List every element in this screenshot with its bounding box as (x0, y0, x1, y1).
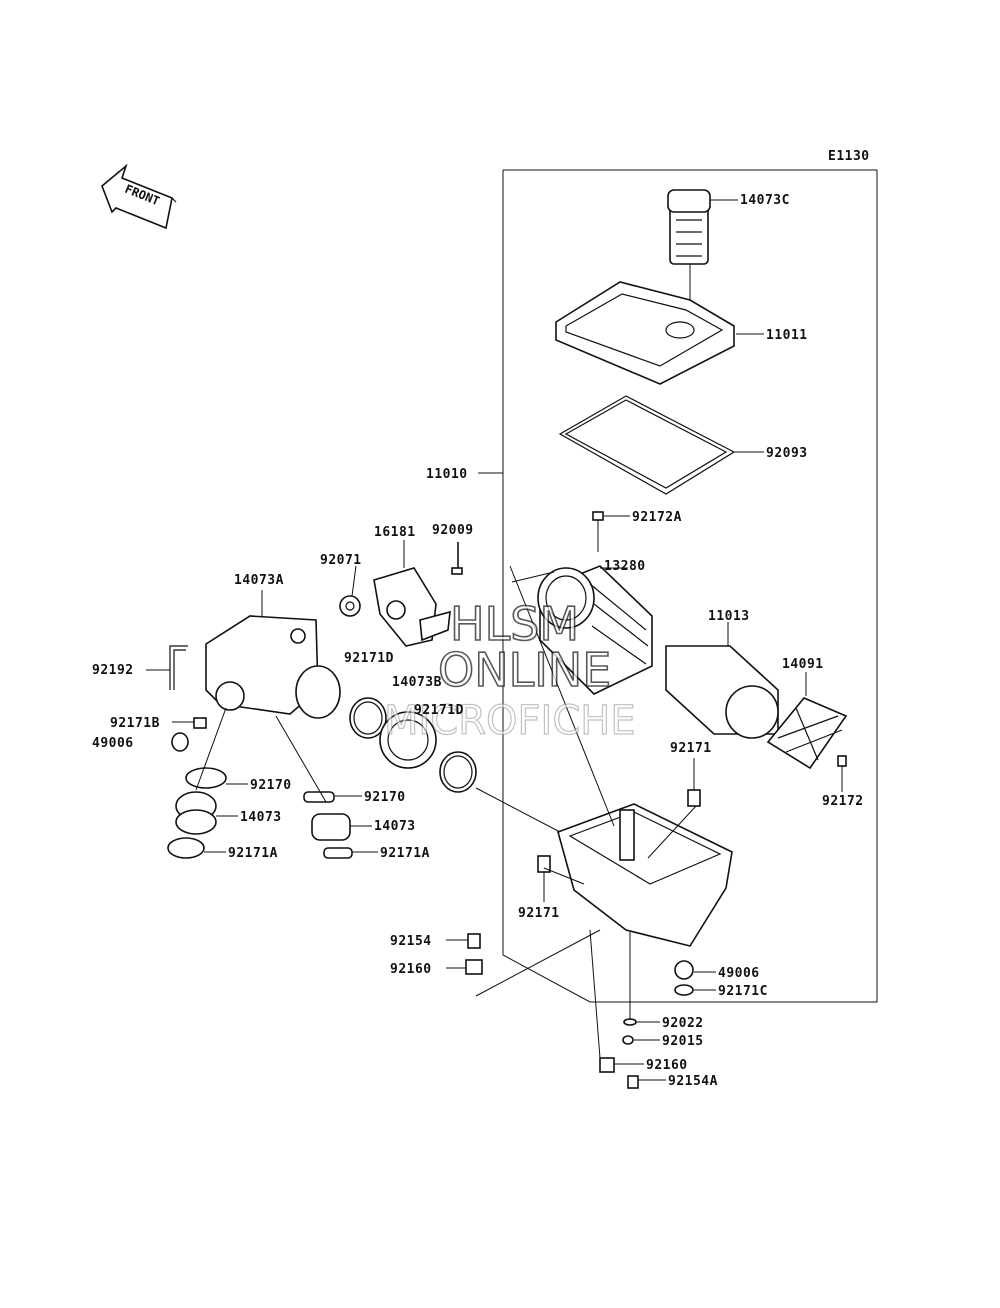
label-92192: 92192 (92, 663, 134, 678)
label-92171b: 92171B (110, 716, 160, 731)
watermark-line2: ONLINE (438, 643, 611, 697)
label-92171a-b: 92171A (380, 846, 430, 861)
clip-92171-a (687, 758, 701, 807)
clamp-92170-b (303, 791, 362, 803)
label-92172a: 92172A (632, 510, 682, 525)
cap-49006-a (171, 732, 189, 752)
label-49006-a: 49006 (92, 736, 134, 751)
clamp-92171a-a (167, 837, 226, 859)
nut-92015 (622, 1035, 660, 1045)
label-11011: 11011 (766, 328, 808, 343)
label-92170-b: 92170 (364, 790, 406, 805)
cap-49006-b (674, 960, 716, 980)
label-92154a: 92154A (668, 1074, 718, 1089)
snorkel-duct-14073c (667, 189, 738, 330)
label-49006-b: 49006 (718, 966, 760, 981)
label-92171d-b: 92171D (414, 703, 464, 718)
screen-14091 (766, 672, 848, 770)
filter-cage-13280 (537, 565, 653, 695)
clip-92171-b (537, 855, 551, 902)
front-arrow-icon: FRONT (101, 163, 177, 230)
label-11013: 11013 (708, 609, 750, 624)
nut-92160-a (446, 959, 483, 975)
filter-element-11013 (665, 622, 779, 739)
grommet-92071 (339, 565, 361, 617)
label-14073c: 14073C (740, 193, 790, 208)
label-92171-b: 92171 (518, 906, 560, 921)
label-92170-a: 92170 (250, 778, 292, 793)
airbox-base (557, 803, 733, 947)
label-11010: 11010 (426, 467, 468, 482)
label-92015: 92015 (662, 1034, 704, 1049)
boot-14073b (379, 711, 437, 769)
label-14073-b: 14073 (374, 819, 416, 834)
boot-14073-b (311, 813, 372, 841)
screw-92009 (451, 542, 463, 575)
watermark: HLSM ONLINE MICROFICHE (383, 596, 636, 744)
clamp-92171b (172, 717, 207, 729)
label-16181: 16181 (374, 525, 416, 540)
label-14073-a: 14073 (240, 810, 282, 825)
gasket-92093 (558, 395, 764, 495)
watermark-line3: MICROFICHE (384, 698, 636, 744)
label-92009: 92009 (432, 523, 474, 538)
label-92093: 92093 (766, 446, 808, 461)
intake-housing-14073a (205, 590, 341, 719)
label-92071: 92071 (320, 553, 362, 568)
clamp-92171d-a (349, 697, 387, 739)
screw-92172 (837, 755, 847, 792)
label-92160-a: 92160 (390, 962, 432, 977)
label-14073b: 14073B (392, 675, 442, 690)
screw-92172a (592, 511, 630, 552)
assembly-bracket (478, 169, 878, 1003)
label-92171c: 92171C (718, 984, 768, 999)
bolt-92154a (627, 1075, 666, 1089)
clamp-92170-a (185, 767, 248, 789)
label-92154: 92154 (390, 934, 432, 949)
watermark-line1: HLSM (450, 597, 579, 651)
boot-14073-a (175, 791, 238, 835)
label-92171-a: 92171 (670, 741, 712, 756)
label-92171a-a: 92171A (228, 846, 278, 861)
clamp-92171a-b (323, 847, 378, 859)
part-labels: 14073C 11011 92093 11010 92172A 16181 92… (92, 193, 864, 1089)
label-92171d-a: 92171D (344, 651, 394, 666)
label-14073a: 14073A (234, 573, 284, 588)
label-92172: 92172 (822, 794, 864, 809)
label-14091: 14091 (782, 657, 824, 672)
hose-92192 (146, 645, 188, 690)
label-92022: 92022 (662, 1016, 704, 1031)
clamp-92171d-b (439, 751, 477, 793)
bolt-92154 (446, 933, 481, 949)
duct-16181 (373, 540, 451, 647)
label-92160-b: 92160 (646, 1058, 688, 1073)
assembly-lines (195, 565, 697, 1059)
nut-92160-b (599, 1057, 644, 1073)
washer-92022 (623, 1018, 660, 1026)
clamp-92171c (674, 984, 716, 996)
label-13280: 13280 (604, 559, 646, 574)
airbox-cover-11011 (555, 281, 764, 385)
diagram-id: E1130 (828, 149, 870, 164)
